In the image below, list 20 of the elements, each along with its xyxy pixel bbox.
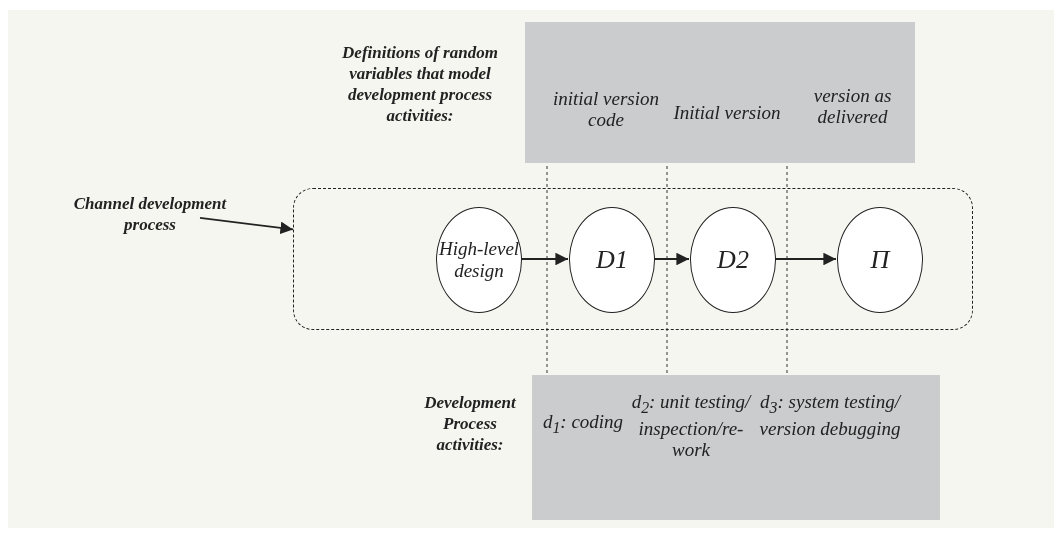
shaded-panel [532,375,940,520]
shaded-panel [525,22,915,163]
node-label: High-level design [437,238,521,282]
node-label: D2 [717,249,749,271]
node-label: D1 [596,249,628,271]
side-label: Definitions of random variables that model development process activities: [341,42,499,126]
arrow [199,216,294,235]
arrow [774,252,837,266]
variable-text: initial version code [551,88,661,130]
variable-text: Initial version [672,102,782,123]
arrow [653,252,690,266]
arrow [520,252,569,266]
variable-text: d$_{2}$: unit testing/ inspection/re- work [630,391,753,460]
dashed-boundary-box [293,188,973,330]
node-label: Π [870,249,890,271]
variable-text: d$_{3}$: system testing/ version debugging [758,391,903,439]
variable-text: version as delivered [812,85,893,127]
side-label: Channel development process [72,193,228,235]
side-label: Development Process activities: [423,392,517,455]
variable-text: d$_{1}$: coding [541,411,625,438]
